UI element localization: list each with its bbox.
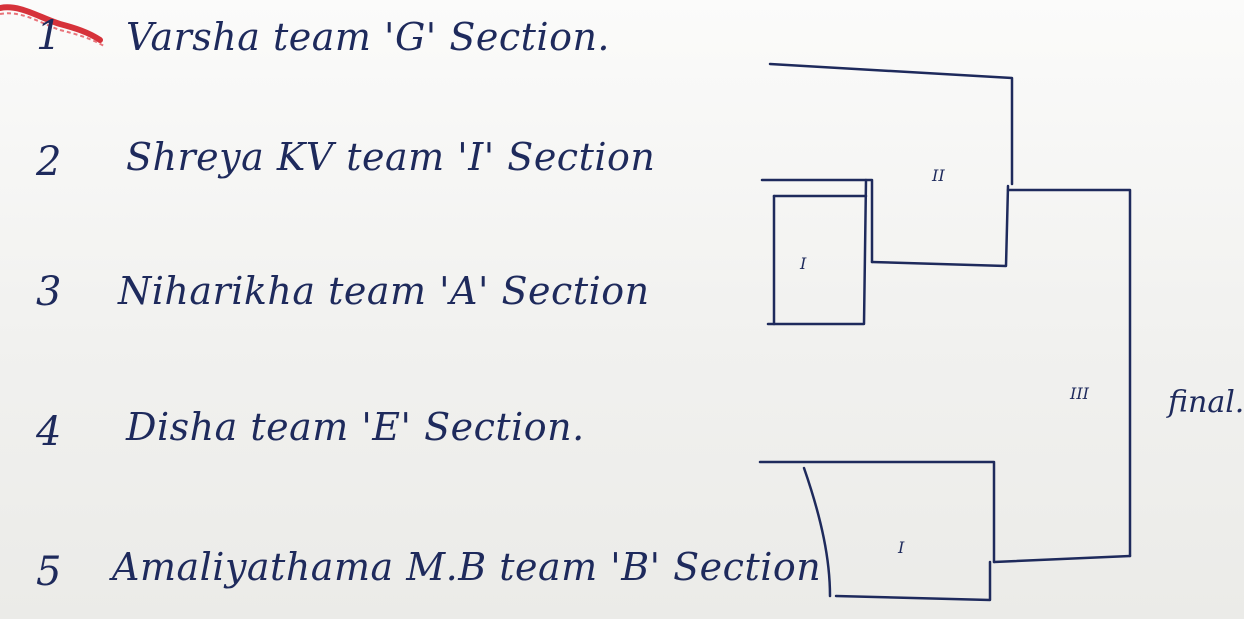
- entry-number: 1: [36, 13, 62, 59]
- entry-number: 4: [36, 409, 62, 455]
- bracket-line-entry-5: [834, 560, 992, 602]
- entry-row-1: 1 Varsha team 'G' Section.: [0, 14, 780, 74]
- round3-label: III: [1070, 384, 1089, 403]
- entry-row-4: 4 Disha team 'E' Section.: [0, 404, 780, 464]
- round1-bottom-label: I: [898, 538, 905, 557]
- red-thread: [0, 4, 105, 47]
- final-label: final.: [1168, 385, 1244, 420]
- entry-row-5: 5 Amaliyathama M.B team 'B' Section: [0, 542, 860, 602]
- bracket-line-entry-4: [758, 460, 996, 564]
- bracket-round1-bottom-box: [802, 466, 832, 598]
- entry-text: Shreya KV team 'I' Section: [126, 135, 656, 179]
- entry-number: 5: [36, 549, 62, 595]
- entry-row-2: 2 Shreya KV team 'I' Section: [0, 136, 780, 196]
- entry-number: 2: [36, 139, 62, 185]
- round1-top-label: I: [800, 254, 807, 273]
- bracket-line-entry-2: [760, 178, 874, 264]
- entry-text: Amaliyathama M.B team 'B' Section: [112, 545, 822, 589]
- entry-text: Disha team 'E' Section.: [126, 405, 585, 449]
- entry-number: 3: [36, 269, 62, 315]
- bracket-line-round1-bottom-winner: [992, 554, 1132, 564]
- round2-label: II: [932, 166, 945, 185]
- bracket-line-round2-winner: [1006, 188, 1132, 558]
- bracket-line-round1-top-winner: [870, 184, 1010, 268]
- entry-text: Varsha team 'G' Section.: [126, 15, 610, 59]
- bracket-line-entry-3: [766, 178, 868, 326]
- entry-text: Niharikha team 'A' Section: [118, 269, 650, 313]
- entry-row-3: 3 Niharikha team 'A' Section: [0, 266, 780, 326]
- bracket-line-entry-1: [768, 62, 1014, 186]
